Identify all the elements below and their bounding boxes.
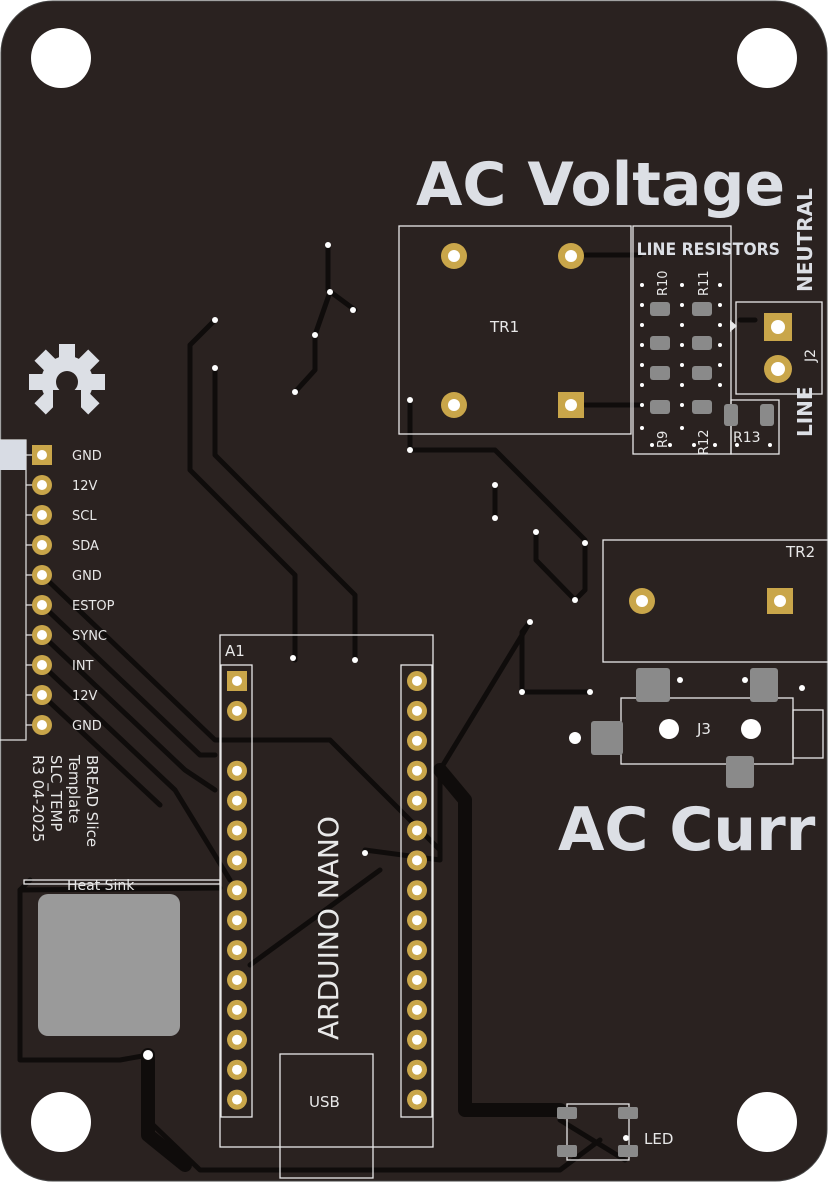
header-pin-label: GND	[72, 569, 102, 584]
arduino-pin-hole	[232, 885, 242, 896]
heat-sink-label: Heat Sink	[67, 878, 135, 894]
arduino-pin-hole	[412, 765, 422, 776]
mounting-holes	[31, 28, 797, 1152]
usb-label: USB	[309, 1093, 340, 1111]
neutral-label: NEUTRAL	[793, 188, 817, 292]
arduino-pin-hole	[412, 735, 422, 746]
header-pin-label: ESTOP	[72, 599, 115, 614]
arduino-pin-hole	[412, 1094, 422, 1105]
edge-header: GND 12V SCL SDA GND ESTOP SYNC INT 12V GND	[0, 439, 115, 741]
header-pad-hole	[37, 540, 47, 550]
r11-label: R11	[697, 270, 712, 296]
arduino-pin-hole	[232, 795, 242, 806]
transformer-tr1: TR1	[398, 225, 632, 435]
header-pad-hole	[37, 660, 47, 670]
arduino-name-label: ARDUINO NANO	[312, 816, 345, 1040]
header-pad-hole	[37, 570, 47, 580]
arduino-pin-hole	[412, 945, 422, 956]
header-pin-label: SDA	[72, 539, 99, 554]
info-line4: R3 04-2025	[29, 755, 47, 842]
gear-logo-icon	[29, 344, 105, 422]
ac-current-title: AC Curr	[558, 795, 816, 865]
arduino-pin-hole	[232, 855, 242, 866]
r13-label: R13	[733, 430, 761, 446]
header-pin-label: 12V	[72, 479, 98, 494]
heat-sink: Heat Sink	[23, 878, 221, 1036]
tr2-label: TR2	[785, 543, 815, 561]
j3-label: J3	[696, 720, 711, 738]
arduino-nano: A1 ARDUINO NANO USB	[219, 634, 434, 1179]
arduino-pin-hole	[232, 975, 242, 985]
led-label: LED	[644, 1130, 673, 1148]
arduino-pin-hole	[412, 975, 422, 985]
header-pin-label: GND	[72, 719, 102, 734]
ac-voltage-title: AC Voltage	[416, 150, 785, 220]
transformer-tr2: TR2	[602, 539, 828, 663]
arduino-pin-hole	[412, 1064, 422, 1075]
arduino-pin-hole	[232, 945, 242, 956]
arduino-pin-hole	[412, 825, 422, 836]
arduino-pin-hole	[232, 825, 242, 836]
r12-label: R12	[697, 429, 712, 455]
vias	[143, 242, 805, 1141]
arduino-pin-hole	[412, 1034, 422, 1045]
line-resistors-label: LINE RESISTORS	[637, 239, 780, 259]
header-pad-hole	[37, 450, 47, 460]
traces	[17, 242, 758, 1173]
arduino-pin-hole	[232, 915, 242, 926]
arduino-pin-hole	[412, 885, 422, 896]
line-label: LINE	[793, 386, 817, 437]
info-line3: SLC_TEMP	[46, 755, 65, 831]
arduino-pin-hole	[232, 1064, 242, 1075]
header-pad-hole	[37, 510, 47, 520]
arduino-pin-hole	[412, 1004, 422, 1015]
connector-j3: J3	[591, 668, 824, 788]
header-pad-hole	[37, 600, 47, 610]
arduino-pin-hole	[412, 915, 422, 926]
header-pin-label: INT	[72, 659, 94, 674]
j2-label: J2	[803, 349, 819, 363]
led: LED	[557, 1103, 673, 1161]
board-info: BREAD Slice Template SLC_TEMP R3 04-2025	[29, 754, 101, 847]
arduino-pin-hole	[232, 676, 242, 686]
info-line2: Template	[65, 754, 83, 823]
header-pad-hole	[37, 720, 47, 730]
r9-label: R9	[656, 431, 671, 448]
header-pin-label: SYNC	[72, 629, 107, 644]
arduino-pin-hole	[232, 1034, 242, 1045]
header-pad-hole	[37, 690, 47, 700]
arduino-pin-hole	[412, 855, 422, 866]
line-resistors-block: LINE RESISTORS R10 R11 R9 R12 R13	[632, 225, 780, 455]
info-line1: BREAD Slice	[83, 755, 101, 847]
header-pin-label: SCL	[72, 509, 97, 524]
arduino-ref-label: A1	[225, 642, 245, 660]
arduino-pin-hole	[412, 705, 422, 716]
arduino-pin-hole	[232, 765, 242, 776]
arduino-pin-hole	[412, 676, 422, 686]
r10-label: R10	[656, 270, 671, 296]
header-pin-label: GND	[72, 449, 102, 464]
header-pad-hole	[37, 480, 47, 490]
arduino-pin-hole	[412, 795, 422, 806]
connector-j2: J2 NEUTRAL LINE	[730, 188, 823, 437]
header-pin-label: 12V	[72, 689, 98, 704]
arduino-pin-hole	[232, 1094, 242, 1105]
tr1-label: TR1	[489, 318, 519, 336]
header-pad-hole	[37, 630, 47, 640]
arduino-pin-hole	[232, 1004, 242, 1015]
arduino-pin-hole	[232, 705, 242, 716]
